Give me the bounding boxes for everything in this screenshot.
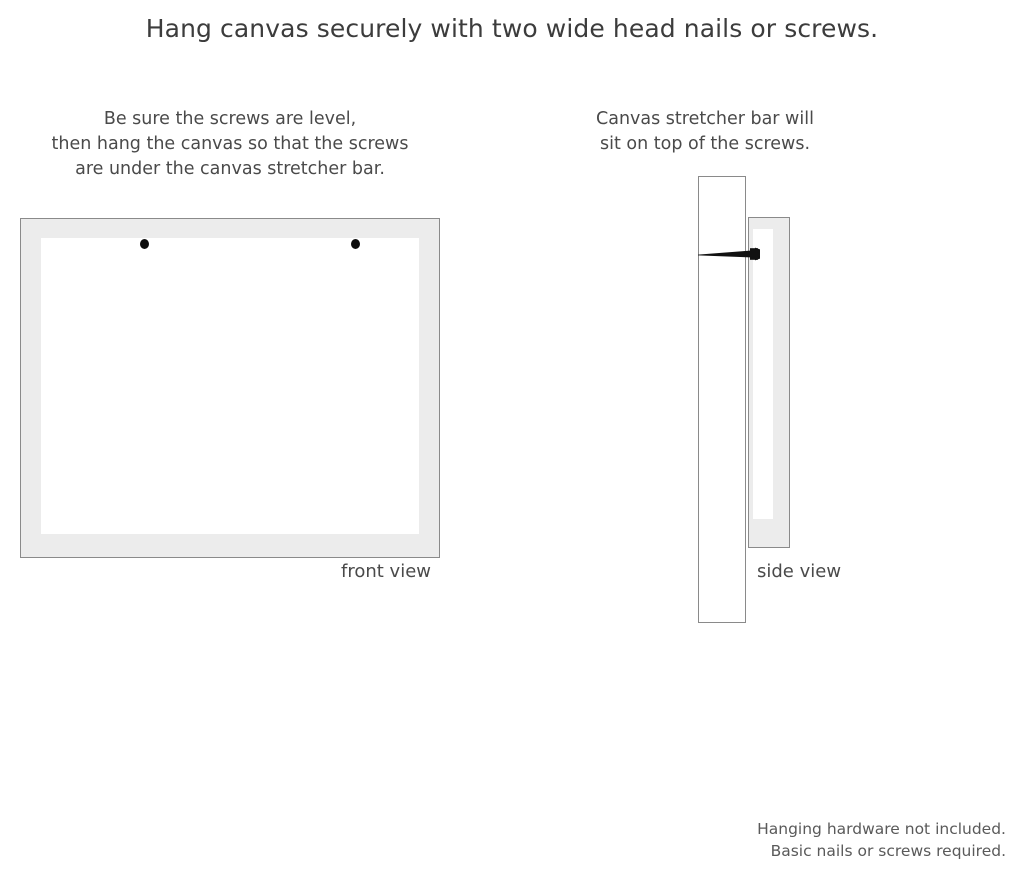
wall-outline bbox=[698, 176, 746, 623]
side-view-caption: Canvas stretcher bar will sit on top of … bbox=[570, 107, 840, 157]
canvas-face bbox=[41, 238, 419, 534]
front-view-label: front view bbox=[341, 561, 431, 582]
footer-line-1: Hanging hardware not included. bbox=[757, 820, 1006, 838]
front-caption-line-3: are under the canvas stretcher bar. bbox=[75, 159, 385, 179]
page-title: Hang canvas securely with two wide head … bbox=[145, 14, 879, 43]
footer-note: Hanging hardware not included. Basic nai… bbox=[757, 818, 1006, 862]
stretcher-bar-interior bbox=[753, 229, 773, 519]
front-caption-line-2: then hang the canvas so that the screws bbox=[51, 134, 409, 154]
screw-head-left-icon bbox=[140, 239, 149, 249]
front-caption-line-1: Be sure the screws are level, bbox=[103, 109, 357, 129]
side-caption-line-2: sit on top of the screws. bbox=[599, 134, 811, 154]
front-view-caption: Be sure the screws are level, then hang … bbox=[0, 107, 460, 182]
screw-side-icon bbox=[698, 246, 762, 261]
front-view-diagram bbox=[20, 218, 440, 558]
screw-head-right-icon bbox=[351, 239, 360, 249]
side-view-label: side view bbox=[757, 561, 842, 582]
side-view-diagram bbox=[698, 176, 818, 626]
footer-line-2: Basic nails or screws required. bbox=[770, 842, 1006, 860]
stretcher-bar-outline bbox=[748, 217, 790, 548]
side-caption-line-1: Canvas stretcher bar will bbox=[596, 109, 814, 129]
